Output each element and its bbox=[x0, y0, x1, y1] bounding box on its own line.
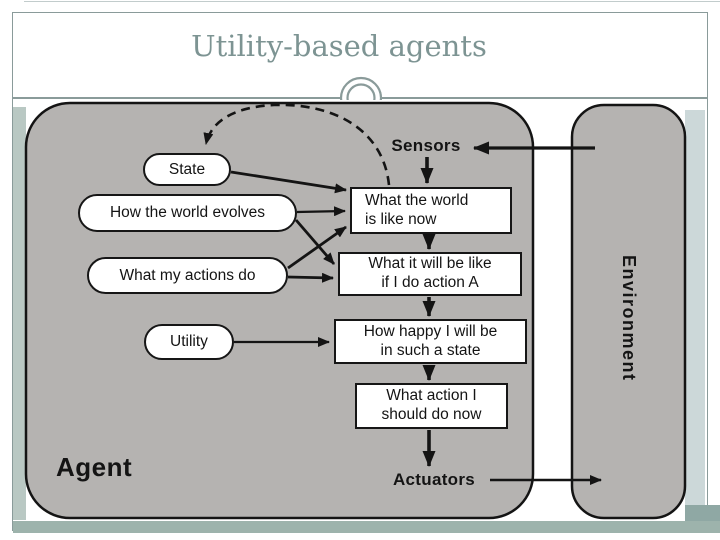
box-action-choice-line1: What action I bbox=[386, 387, 477, 405]
agent-label: Agent bbox=[56, 452, 133, 482]
box-action-choice: What action I should do now bbox=[355, 383, 508, 429]
arrow-evolves-to-prediction bbox=[294, 219, 336, 265]
arrow-actions-to-prediction bbox=[287, 272, 334, 283]
environment-label: Environment bbox=[619, 255, 639, 382]
pill-what-my-actions-do: What my actions do bbox=[87, 257, 288, 294]
box-prediction-line2: if I do action A bbox=[381, 274, 479, 291]
box-action-choice-line2: should do now bbox=[381, 406, 482, 423]
pill-what-my-actions-do-label: What my actions do bbox=[119, 266, 256, 284]
box-world-state: What the world is like now bbox=[350, 187, 512, 234]
box-world-state-line1: What the world bbox=[365, 191, 469, 209]
actuators-label: Actuators bbox=[392, 470, 476, 489]
left-strip bbox=[13, 107, 26, 520]
pill-how-the-world-evolves: How the world evolves bbox=[78, 194, 297, 232]
right-strip bbox=[685, 110, 705, 505]
pill-state-label: State bbox=[168, 160, 206, 178]
box-prediction: What it will be like if I do action A bbox=[338, 252, 522, 296]
arrow-actions-to-world-state bbox=[287, 225, 347, 270]
pill-utility: Utility bbox=[144, 324, 234, 360]
arrow-state-to-world-state bbox=[230, 170, 347, 194]
box-world-state-line2: is like now bbox=[365, 210, 437, 228]
box-happiness: How happy I will be in such a state bbox=[334, 319, 527, 364]
box-prediction-line1: What it will be like bbox=[368, 255, 492, 273]
pill-utility-label: Utility bbox=[170, 333, 208, 350]
pill-state: State bbox=[143, 153, 231, 186]
pill-how-the-world-evolves-label: How the world evolves bbox=[109, 204, 266, 221]
dashed-feedback-arrow bbox=[203, 103, 391, 186]
box-happiness-line2: in such a state bbox=[380, 341, 481, 359]
sensors-label: Sensors bbox=[391, 136, 461, 155]
environment-box-shape bbox=[570, 103, 687, 520]
slide-top-edge-line bbox=[24, 1, 720, 2]
box-happiness-line1: How happy I will be bbox=[363, 322, 498, 340]
page-title: Utility-based agents bbox=[191, 29, 487, 63]
bottom-strip bbox=[13, 521, 720, 533]
arrow-evolves-to-world-state bbox=[296, 206, 346, 217]
